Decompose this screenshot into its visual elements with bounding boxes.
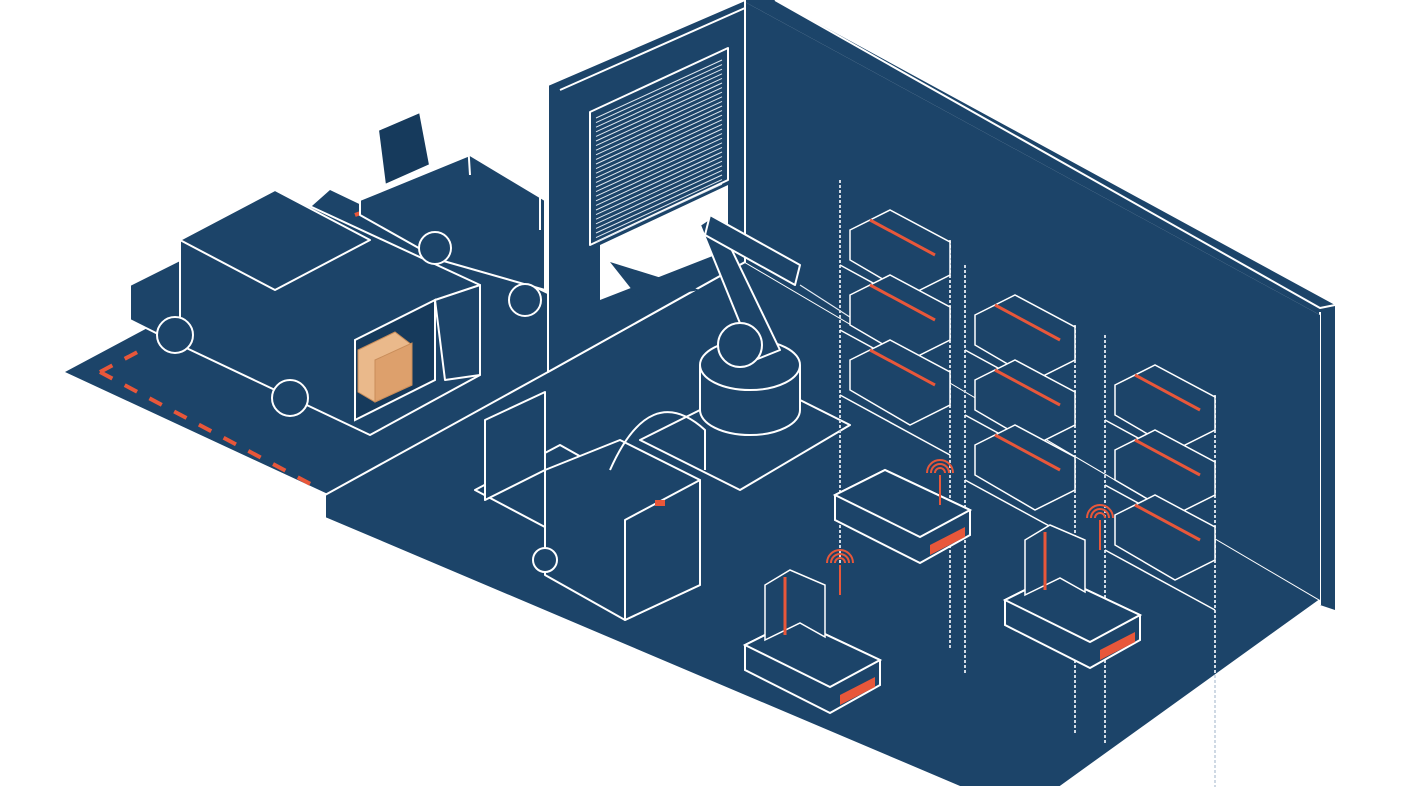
- cargo-boxes: [357, 331, 413, 403]
- shelf-icon: [839, 180, 951, 650]
- roller-door-icon: [589, 47, 729, 300]
- agv-robot-icon: [742, 549, 883, 715]
- wifi-signal-icon: [826, 549, 854, 595]
- wifi-signal-icon: [926, 459, 954, 505]
- agv-robot-icon: [1002, 504, 1143, 670]
- wifi-signal-icon: [1086, 504, 1114, 550]
- forklift-icon: [359, 94, 546, 317]
- shelf-icon: [964, 265, 1076, 735]
- robot-arm-icon: [639, 214, 871, 491]
- truck-icon: [129, 189, 481, 436]
- agv-robot-icon: [832, 459, 973, 565]
- wrapping-machine-icon: [474, 391, 706, 621]
